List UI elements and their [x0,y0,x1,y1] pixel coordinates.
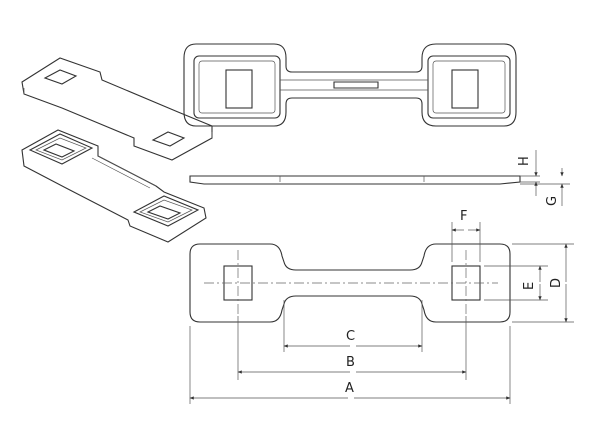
iso-view-framed [21,129,207,243]
iso-view-flat [21,57,213,161]
iso-frame-window-right [146,205,182,220]
iso-window-right [151,131,186,147]
top-window-right [451,69,479,109]
dim-label-a: A [345,381,354,396]
side-view: H G [189,150,570,206]
iso-frame-window-left [42,143,76,158]
dim-label-e: E [522,282,537,290]
plan-view: F E D C B A [189,209,574,404]
top-window-left [225,69,253,109]
dim-label-b: B [346,355,355,370]
dim-label-h: H [517,156,532,166]
top-view [183,43,517,127]
dim-label-d: D [549,278,564,288]
iso-window-left [43,69,78,85]
dim-label-f: F [460,209,467,224]
dim-label-g: G [545,196,560,206]
dim-label-c: C [346,329,355,344]
